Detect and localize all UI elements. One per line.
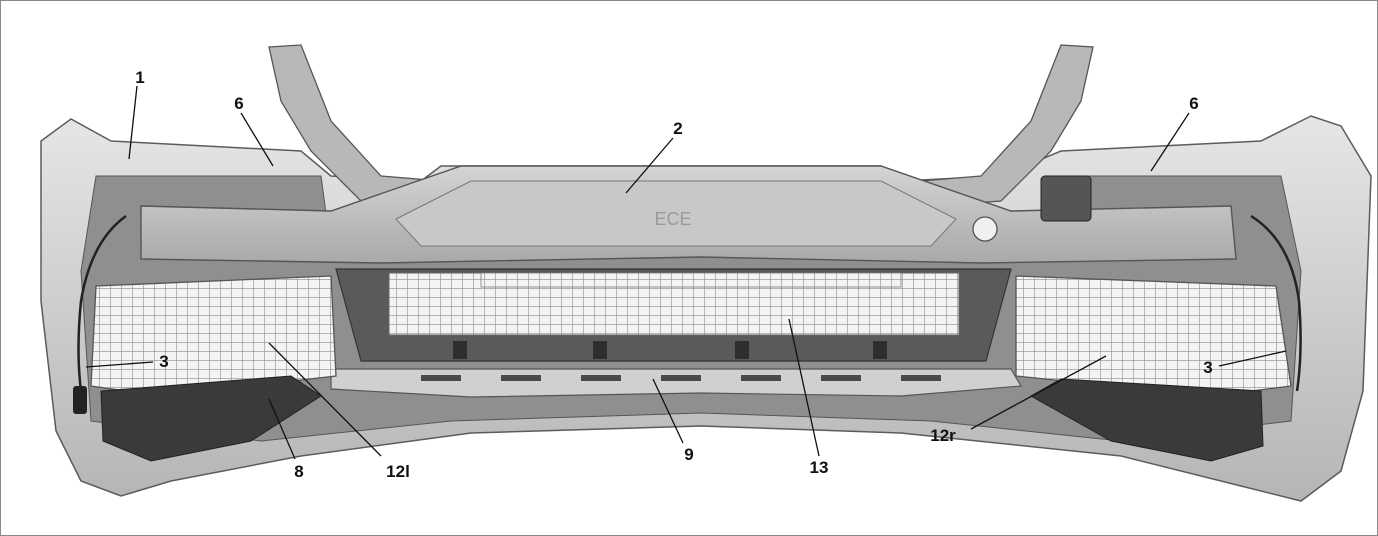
callout-8: 8 — [294, 462, 303, 481]
center-grille-upper — [480, 272, 902, 288]
spoiler-slots — [421, 375, 941, 381]
left-air-guide — [100, 375, 322, 462]
left-wiring — [77, 214, 127, 392]
callout-2: 2 — [673, 119, 682, 138]
callout-3-right: 3 — [1203, 358, 1212, 377]
callout-6-left: 6 — [234, 94, 243, 113]
callout-12r: 12r — [930, 426, 956, 445]
lower-spoiler — [330, 368, 1023, 398]
left-side-grille — [90, 275, 337, 397]
left-connector — [73, 386, 87, 414]
tow-eye-opening — [972, 216, 998, 242]
right-wiring — [1250, 214, 1302, 392]
callout-6-right: 6 — [1189, 94, 1198, 113]
callout-12l: 12l — [386, 462, 410, 481]
ece-embossing: ECE — [654, 209, 691, 229]
callout-3-left: 3 — [159, 352, 168, 371]
callout-1: 1 — [135, 68, 144, 87]
callout-13: 13 — [810, 458, 829, 477]
leader-lines — [85, 85, 1287, 460]
beam-recess — [395, 180, 957, 247]
grille-clips — [453, 341, 887, 359]
right-side-grille — [1015, 275, 1292, 397]
right-module — [1040, 175, 1092, 222]
callout-9: 9 — [684, 445, 693, 464]
right-air-guide — [1029, 378, 1264, 462]
